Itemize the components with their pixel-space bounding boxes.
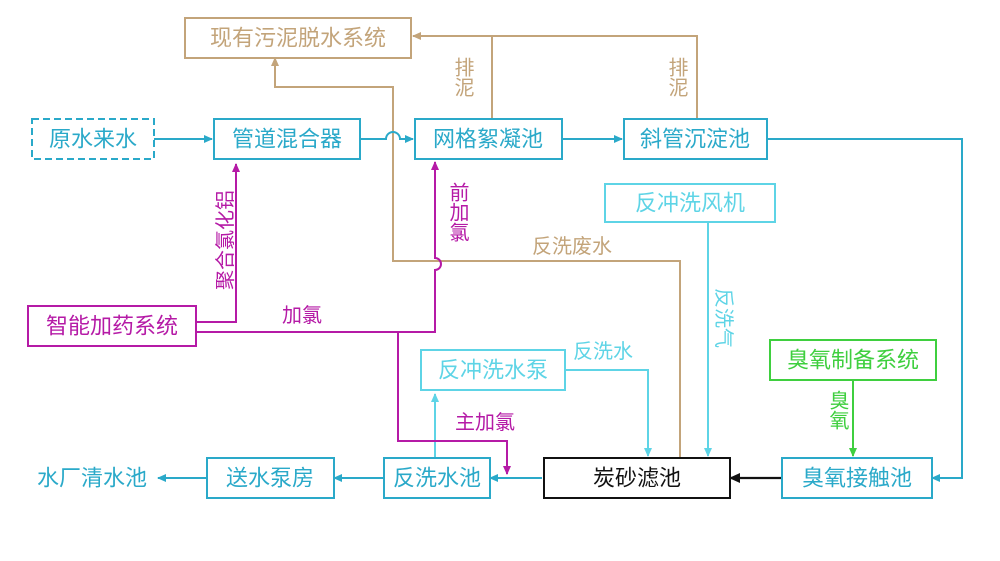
label-backwash-water: 反洗水 <box>573 339 633 363</box>
node-raw-water: 原水来水 <box>31 118 155 160</box>
node-inclined-tube-sedimentation: 斜管沉淀池 <box>623 118 768 160</box>
pre-chlorination-line <box>196 161 442 333</box>
label-sludge-discharge-2: 排泥 <box>665 57 689 97</box>
svg-text:网格絮凝池: 网格絮凝池 <box>433 128 543 153</box>
node-ozone-generation: 臭氧制备系统 <box>769 339 937 381</box>
svg-text:现有污泥脱水系统: 现有污泥脱水系统 <box>210 27 386 52</box>
svg-text:炭砂滤池: 炭砂滤池 <box>593 467 681 492</box>
pac-dosing-line <box>196 163 240 323</box>
sludge-line-top <box>492 35 698 118</box>
backwash-waste-line <box>271 57 681 458</box>
svg-text:反洗水池: 反洗水池 <box>393 467 481 492</box>
nodes: 现有污泥脱水系统 原水来水 管道混合器 网格絮凝池 斜管沉淀池 反冲洗风机 智能… <box>27 17 937 499</box>
label-pac: 聚合氯化铝 <box>213 190 237 290</box>
flow-mixer-to-floc <box>360 131 414 143</box>
label-sludge-discharge-1: 排泥 <box>451 57 475 97</box>
node-smart-dosing: 智能加药系统 <box>27 305 197 347</box>
label-backwash-air: 反洗气 <box>712 288 736 348</box>
node-delivery-pump-house: 送水泵房 <box>206 457 335 499</box>
node-backwash-pump: 反冲洗水泵 <box>420 349 566 391</box>
svg-text:水厂清水池: 水厂清水池 <box>37 467 147 492</box>
label-ozone: 臭氧 <box>826 390 850 430</box>
svg-text:送水泵房: 送水泵房 <box>226 467 314 492</box>
node-carbon-sand-filter: 炭砂滤池 <box>543 457 731 499</box>
label-main-chlorination: 主加氯 <box>455 410 515 434</box>
node-existing-sludge-system: 现有污泥脱水系统 <box>184 17 412 59</box>
svg-text:反冲洗水泵: 反冲洗水泵 <box>438 359 548 384</box>
connectors <box>154 32 963 483</box>
sludge-line-floc <box>412 32 493 118</box>
node-ozone-contact-tank: 臭氧接触池 <box>781 457 933 499</box>
label-pre-chlorination: 前加氯 <box>446 182 470 242</box>
svg-text:智能加药系统: 智能加药系统 <box>46 315 178 340</box>
node-water-plant-clear-well: 水厂清水池 <box>37 467 147 492</box>
label-backwash-wastewater: 反洗废水 <box>532 234 612 258</box>
svg-text:臭氧制备系统: 臭氧制备系统 <box>787 349 919 374</box>
svg-text:反冲洗风机: 反冲洗风机 <box>635 192 745 217</box>
backwash-water-line <box>565 369 652 457</box>
flow-sed-to-ozone <box>767 138 963 482</box>
svg-text:臭氧接触池: 臭氧接触池 <box>802 467 912 492</box>
node-backwash-tank: 反洗水池 <box>383 457 491 499</box>
main-chlorination-line <box>397 332 511 475</box>
node-mesh-flocculation: 网格絮凝池 <box>414 118 563 160</box>
node-pipe-mixer: 管道混合器 <box>213 118 361 160</box>
node-backwash-blower: 反冲洗风机 <box>604 183 776 223</box>
label-chlorination: 加氯 <box>282 303 322 327</box>
edge-labels: 排泥 排泥 聚合氯化铝 前加氯 反洗废水 反洗气 加氯 反洗水 主加氯 臭氧 <box>213 57 850 434</box>
svg-text:原水来水: 原水来水 <box>49 128 137 153</box>
svg-text:斜管沉淀池: 斜管沉淀池 <box>640 128 750 153</box>
svg-text:管道混合器: 管道混合器 <box>232 128 342 153</box>
